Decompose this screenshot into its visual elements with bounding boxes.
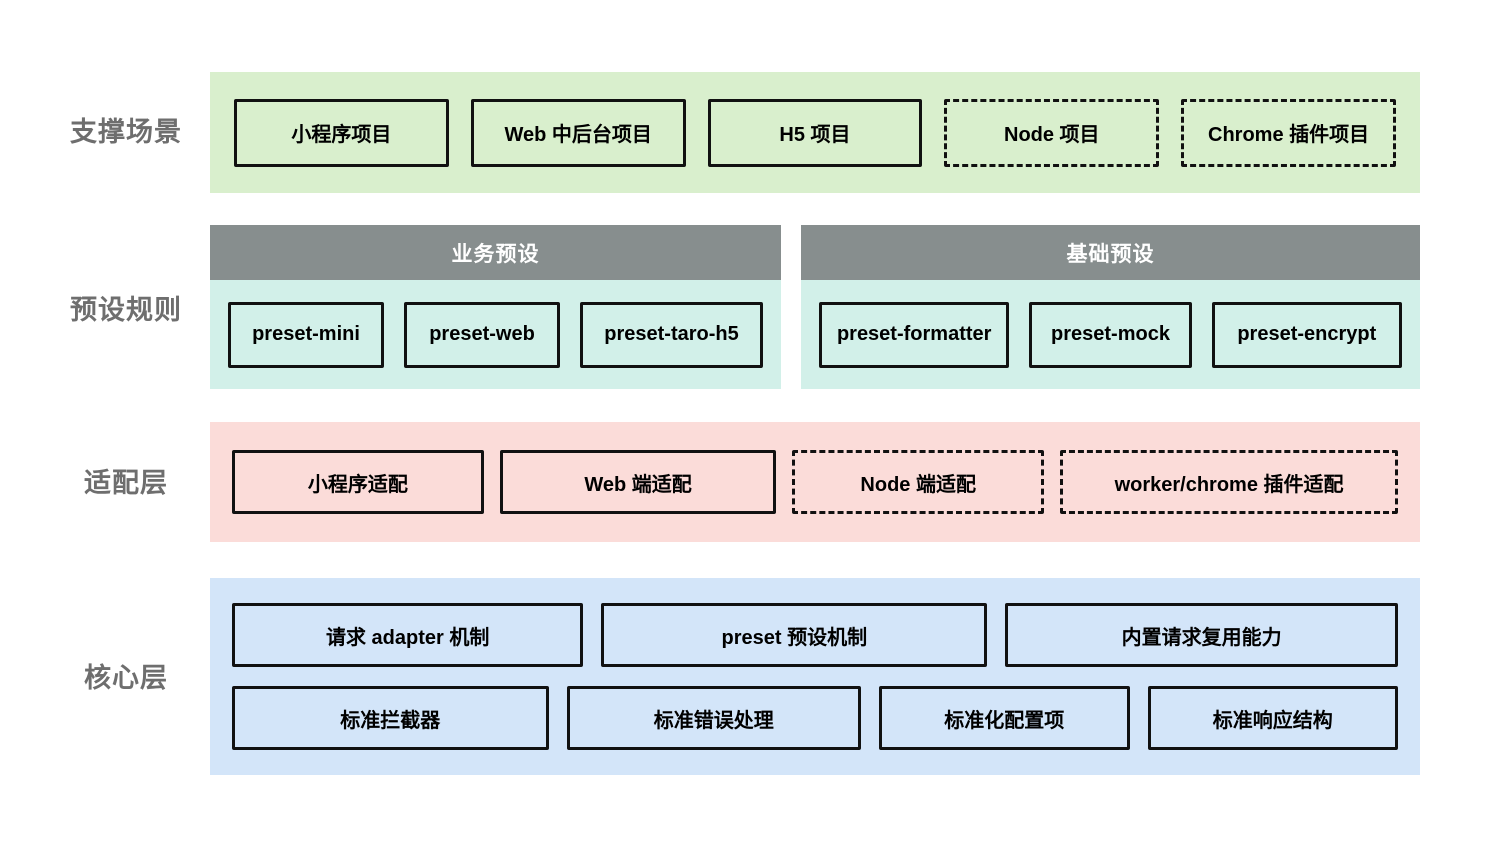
box-miniprogram-project: 小程序项目 <box>234 98 449 167</box>
basic-preset-group: 基础预设 preset-formatter preset-mock preset… <box>801 225 1420 389</box>
preset-layer-panel: 业务预设 preset-mini preset-web preset-taro-… <box>210 225 1420 389</box>
basic-preset-header: 基础预设 <box>801 225 1420 280</box>
box-preset-taro-h5: preset-taro-h5 <box>580 301 763 368</box>
business-preset-body: preset-mini preset-web preset-taro-h5 <box>210 280 781 389</box>
core-layer-panel: 请求 adapter 机制 preset 预设机制 内置请求复用能力 标准拦截器… <box>210 578 1420 775</box>
basic-preset-body: preset-formatter preset-mock preset-encr… <box>801 280 1420 389</box>
business-preset-header: 业务预设 <box>210 225 781 280</box>
core-row-standards: 标准拦截器 标准错误处理 标准化配置项 标准响应结构 <box>232 686 1399 750</box>
box-standard-error-handling: 标准错误处理 <box>566 686 862 750</box>
box-web-admin-project: Web 中后台项目 <box>470 98 686 167</box>
core-row-mechanisms: 请求 adapter 机制 preset 预设机制 内置请求复用能力 <box>232 603 1398 667</box>
box-node-project: Node 项目 <box>944 98 1160 167</box>
box-standard-response-structure: 标准响应结构 <box>1147 686 1399 750</box>
box-preset-mock: preset-mock <box>1029 301 1192 368</box>
box-h5-project: H5 项目 <box>707 98 923 167</box>
box-worker-chrome-adapter: worker/chrome 插件适配 <box>1060 450 1398 514</box>
box-preset-mini: preset-mini <box>228 301 384 368</box>
layer-label-presets: 预设规则 <box>70 295 182 325</box>
box-standard-interceptor: 标准拦截器 <box>232 686 549 750</box>
box-preset-web: preset-web <box>404 301 560 368</box>
box-preset-formatter: preset-formatter <box>819 301 1010 368</box>
layer-label-scenarios: 支撑场景 <box>70 117 182 147</box>
box-standardized-config: 标准化配置项 <box>879 686 1130 750</box>
box-node-adapter: Node 端适配 <box>792 450 1045 514</box>
layer-label-core: 核心层 <box>84 663 168 693</box>
scenario-layer-panel: 小程序项目 Web 中后台项目 H5 项目 Node 项目 Chrome 插件项… <box>210 72 1420 193</box>
box-web-adapter: Web 端适配 <box>499 450 777 514</box>
box-preset-encrypt: preset-encrypt <box>1211 301 1402 368</box>
box-preset-mechanism: preset 预设机制 <box>601 603 988 667</box>
business-preset-group: 业务预设 preset-mini preset-web preset-taro-… <box>210 225 781 389</box>
adapter-layer-panel: 小程序适配 Web 端适配 Node 端适配 worker/chrome 插件适… <box>210 422 1420 542</box>
layer-label-adapter: 适配层 <box>84 468 168 498</box>
box-request-adapter-mechanism: 请求 adapter 机制 <box>232 603 584 667</box>
box-miniprogram-adapter: 小程序适配 <box>232 450 484 514</box>
box-builtin-request-reuse: 内置请求复用能力 <box>1005 603 1398 667</box>
box-chrome-extension-project: Chrome 插件项目 <box>1181 98 1396 167</box>
